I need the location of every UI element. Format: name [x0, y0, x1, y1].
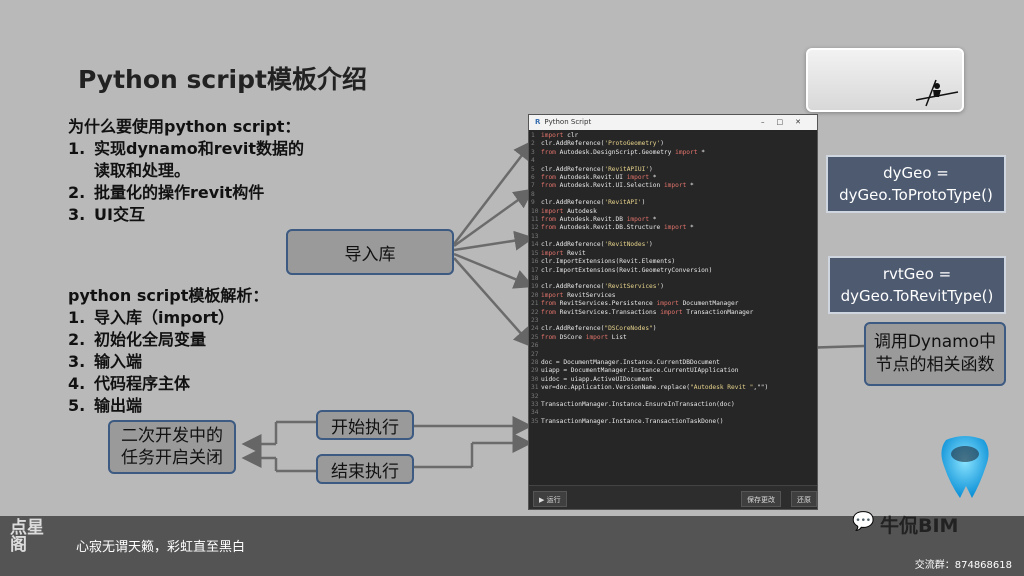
- run-button[interactable]: ▶ 运行: [533, 491, 567, 507]
- footer-slogan: 心寂无谓天籁，彩虹直至黑白: [76, 540, 246, 555]
- why-item-2: 2.批量化的操作revit构件: [68, 183, 265, 202]
- revert-button[interactable]: 还原: [791, 491, 817, 507]
- decorative-image: [806, 48, 964, 112]
- code-line: 4: [531, 157, 535, 165]
- why-section: 为什么要使用python script： 1.实现dynamo和revit数据的…: [68, 116, 304, 226]
- save-changes-button[interactable]: 保存更改: [741, 491, 781, 507]
- code-line: 23: [531, 316, 539, 324]
- wechat-icon: 💬: [852, 511, 875, 532]
- why-item-1: 1.实现dynamo和revit数据的: [68, 139, 305, 158]
- callout-start-exec: 开始执行: [316, 410, 414, 440]
- template-item-2: 2.初始化全局变量: [68, 330, 207, 349]
- code-line: 32: [531, 392, 539, 400]
- template-heading: python script模板解析：: [68, 286, 269, 305]
- code-line: 8: [531, 190, 535, 198]
- callout-dynamo-call: 调用Dynamo中 节点的相关函数: [864, 322, 1006, 386]
- template-item-1: 1.导入库（import）: [68, 308, 235, 327]
- code-line: 27: [531, 350, 539, 358]
- code-line: 26: [531, 342, 539, 350]
- rvtgeo-note: rvtGeo = dyGeo.ToRevitType(): [828, 256, 1006, 314]
- template-section: python script模板解析： 1.导入库（import） 2.初始化全局…: [68, 285, 268, 417]
- code-line: 13: [531, 232, 539, 240]
- window-controls[interactable]: –□✕: [761, 118, 813, 126]
- brand-name: 牛侃BIM: [880, 515, 959, 537]
- page-title: Python script模板介绍: [78, 65, 367, 94]
- dygeo-note: dyGeo = dyGeo.ToProtoType(): [826, 155, 1006, 213]
- template-item-5: 5.输出端: [68, 396, 143, 415]
- why-heading: 为什么要使用python script：: [68, 117, 301, 136]
- python-window-footer: ▶ 运行 保存更改 还原: [529, 485, 817, 509]
- code-line: 34: [531, 409, 539, 417]
- callout-end-exec: 结束执行: [316, 454, 414, 484]
- callout-secondary-dev: 二次开发中的 任务开启关闭: [108, 420, 236, 474]
- callout-import-lib: 导入库: [286, 229, 454, 275]
- python-logo-icon: R: [535, 118, 541, 126]
- rower-icon: [915, 79, 959, 107]
- template-item-3: 3.输入端: [68, 352, 143, 371]
- brand-logo: 点星阁: [10, 518, 44, 555]
- bim-logo-icon: [941, 436, 989, 498]
- why-item-3: 3.UI交互: [68, 205, 145, 224]
- footer-bar: 点星阁 心寂无谓天籁，彩虹直至黑白 交流群：874868618: [0, 516, 1024, 576]
- qq-group: 交流群：874868618: [914, 560, 1012, 571]
- template-item-4: 4.代码程序主体: [68, 374, 191, 393]
- why-item-1-cont: 读取和处理。: [94, 161, 191, 180]
- code-line: 18: [531, 274, 539, 282]
